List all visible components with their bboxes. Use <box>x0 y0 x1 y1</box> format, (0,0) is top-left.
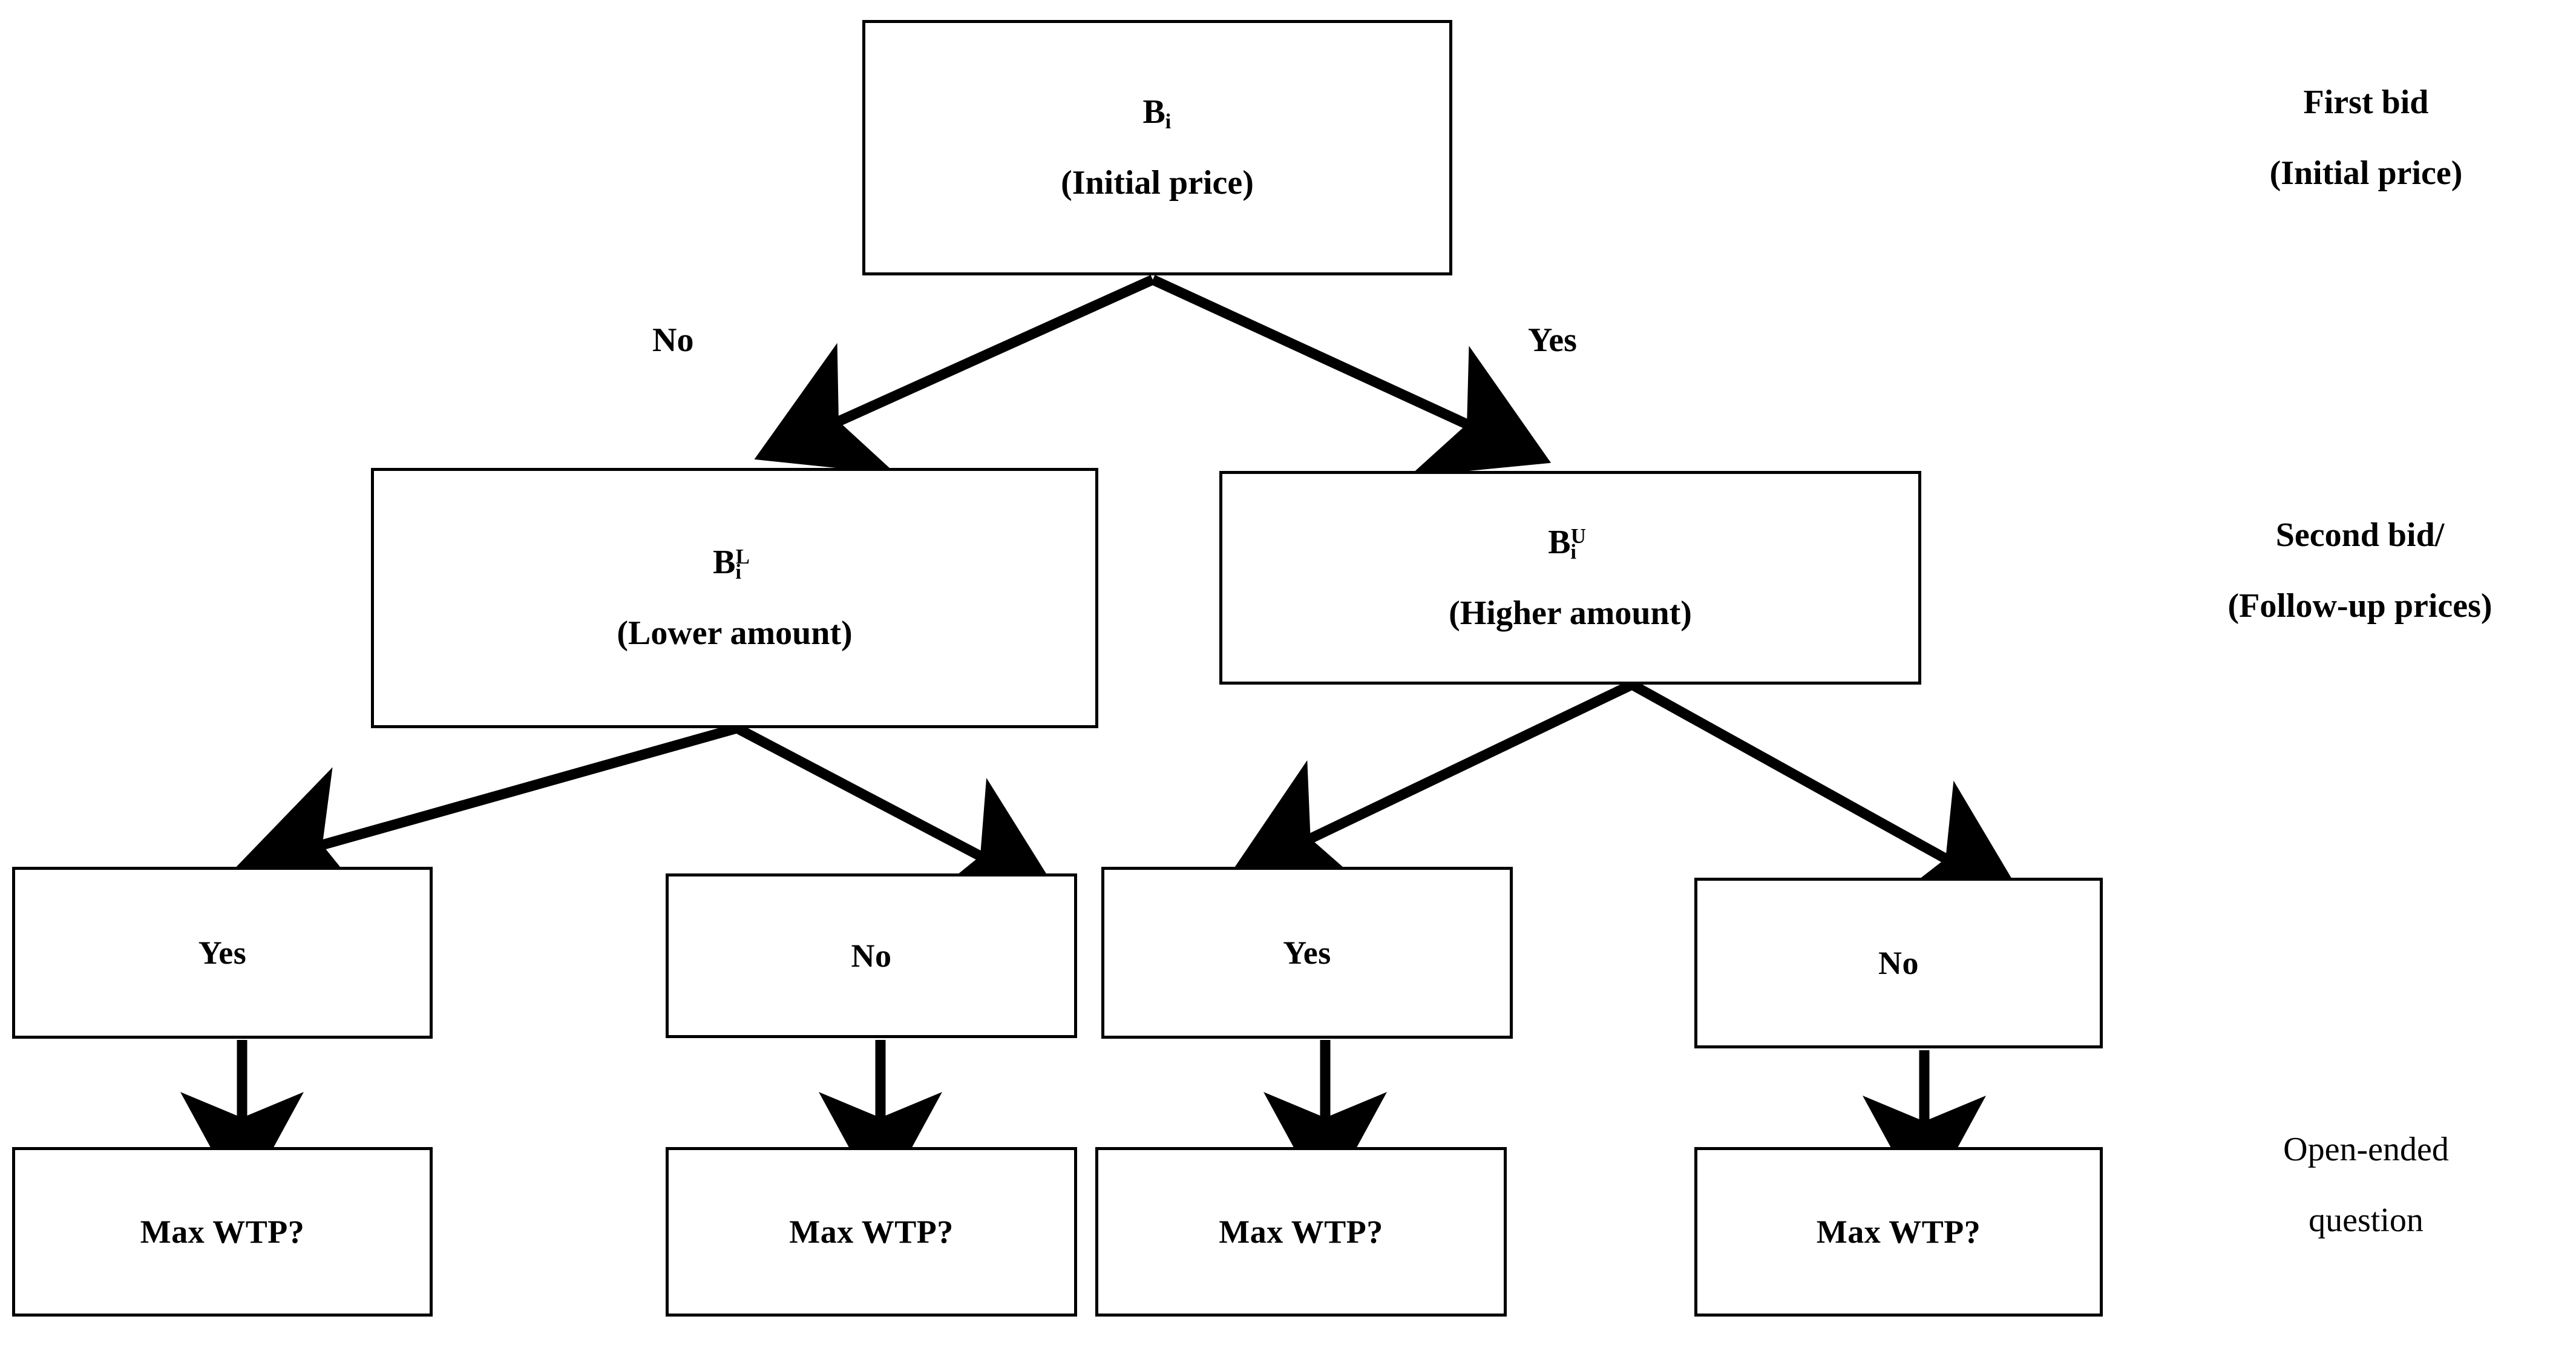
node-max-wtp-3[interactable]: Max WTP? <box>1095 1147 1507 1317</box>
node-higher-bid-caption: (Higher amount) <box>1449 594 1692 632</box>
edge-higher-to-yes <box>1227 680 1634 890</box>
node-answer-yes-higher-label: Yes <box>1283 934 1331 971</box>
node-answer-yes-lower-label: Yes <box>198 934 247 971</box>
node-answer-no-higher[interactable]: No <box>1694 878 2103 1048</box>
stage-caption-second-bid: Second bid/ (Follow-up prices) <box>2142 518 2576 624</box>
node-higher-bid[interactable]: BiU (Higher amount) <box>1219 471 1921 685</box>
node-initial-bid[interactable]: Bi (Initial price) <box>862 20 1452 275</box>
stage-caption-second-bid-line2: (Follow-up prices) <box>2227 587 2492 625</box>
stage-caption-first-bid-line1: First bid <box>2303 84 2429 121</box>
node-max-wtp-3-label: Max WTP? <box>1219 1213 1383 1250</box>
node-max-wtp-4-label: Max WTP? <box>1816 1213 1981 1250</box>
stage-caption-second-bid-line1: Second bid/ <box>2275 516 2445 554</box>
edge-lower-to-no <box>735 723 1063 906</box>
node-max-wtp-1-label: Max WTP? <box>140 1213 305 1250</box>
node-max-wtp-2[interactable]: Max WTP? <box>666 1147 1077 1317</box>
node-max-wtp-4[interactable]: Max WTP? <box>1694 1147 2103 1317</box>
node-answer-no-lower[interactable]: No <box>666 873 1077 1038</box>
node-answer-yes-lower[interactable]: Yes <box>12 867 433 1039</box>
edge-root-to-lower <box>754 275 1155 475</box>
stage-caption-first-bid: First bid (Initial price) <box>2154 85 2576 191</box>
node-higher-bid-symbol: BiU <box>1548 523 1587 564</box>
stage-caption-open-ended: Open-ended question <box>2154 1132 2576 1238</box>
node-max-wtp-2-label: Max WTP? <box>789 1213 954 1250</box>
node-answer-no-higher-label: No <box>1878 944 1919 981</box>
node-initial-bid-symbol: Bi <box>1142 93 1172 134</box>
node-lower-bid-symbol: BiL <box>713 544 750 584</box>
edge-root-to-higher <box>1150 275 1552 477</box>
edge-higher-to-no <box>1629 680 2027 907</box>
stage-caption-open-ended-line2: question <box>2309 1201 2424 1239</box>
edge-label-no-root: No <box>652 321 694 359</box>
node-initial-bid-caption: (Initial price) <box>1061 164 1254 202</box>
node-lower-bid-caption: (Lower amount) <box>617 614 853 652</box>
edge-label-yes-root: Yes <box>1528 321 1577 359</box>
stage-caption-open-ended-line1: Open-ended <box>2283 1131 2449 1168</box>
node-max-wtp-1[interactable]: Max WTP? <box>12 1147 433 1317</box>
stage-caption-first-bid-line2: (Initial price) <box>2269 154 2463 192</box>
node-answer-yes-higher[interactable]: Yes <box>1101 867 1513 1039</box>
node-lower-bid[interactable]: BiL (Lower amount) <box>371 468 1098 728</box>
node-answer-no-lower-label: No <box>851 937 892 974</box>
edge-lower-to-yes <box>233 723 739 906</box>
